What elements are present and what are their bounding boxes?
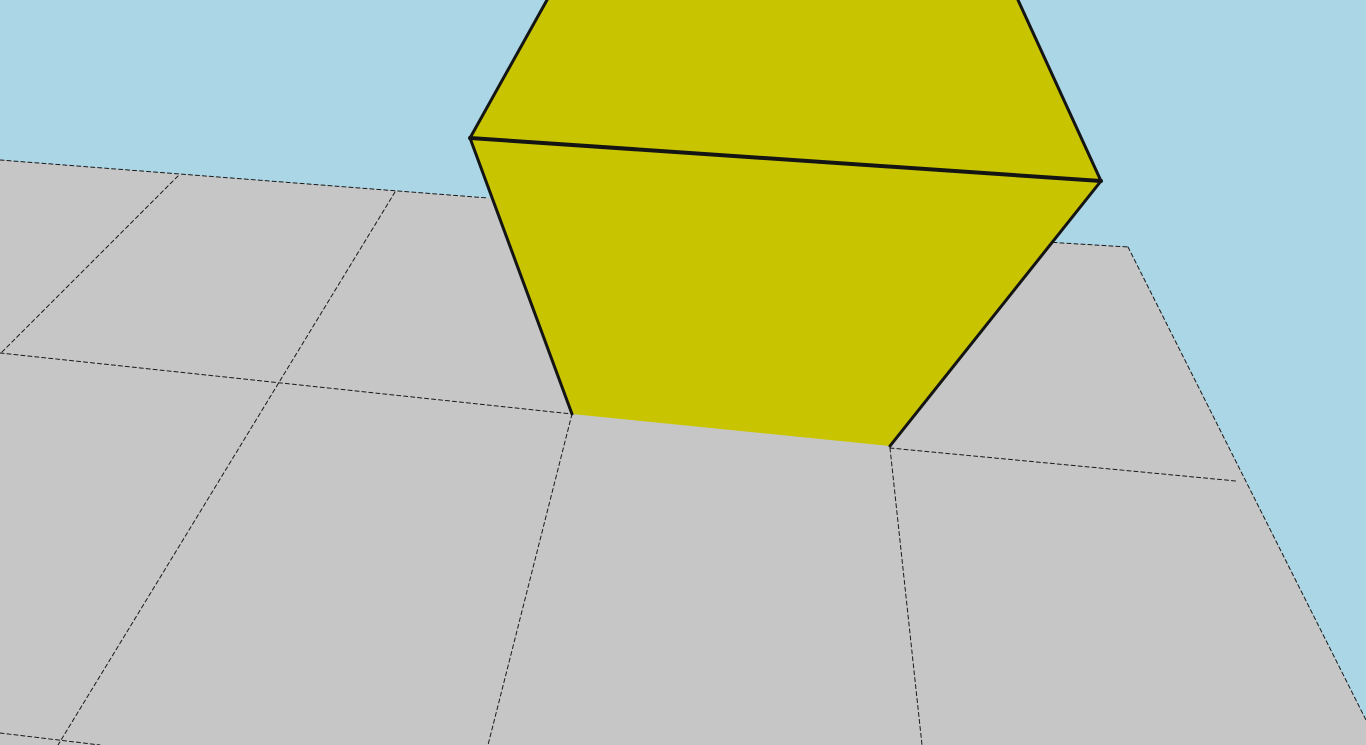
grid-line <box>889 447 923 745</box>
hexagonal-prism[interactable] <box>468 0 1103 448</box>
grid-line <box>0 732 101 745</box>
prism-side-face[interactable] <box>470 138 1101 446</box>
grid-line <box>0 175 179 355</box>
prism-edge <box>468 136 574 416</box>
floor-grid <box>0 159 1366 745</box>
grid-line <box>0 159 489 199</box>
floor-plane[interactable] <box>0 160 1366 745</box>
prism-edge <box>888 179 1103 448</box>
prism-edge <box>468 0 549 140</box>
grid-line <box>487 413 573 745</box>
prism-edge <box>1016 0 1103 183</box>
prism-top-face[interactable] <box>470 0 1101 181</box>
grid-line <box>889 447 1237 482</box>
prism-edge <box>468 136 1103 183</box>
grid-line <box>1045 241 1129 248</box>
grid-line <box>57 191 396 745</box>
grid-line <box>1127 246 1366 721</box>
prism-edges <box>468 0 1103 448</box>
grid-line <box>0 352 573 415</box>
